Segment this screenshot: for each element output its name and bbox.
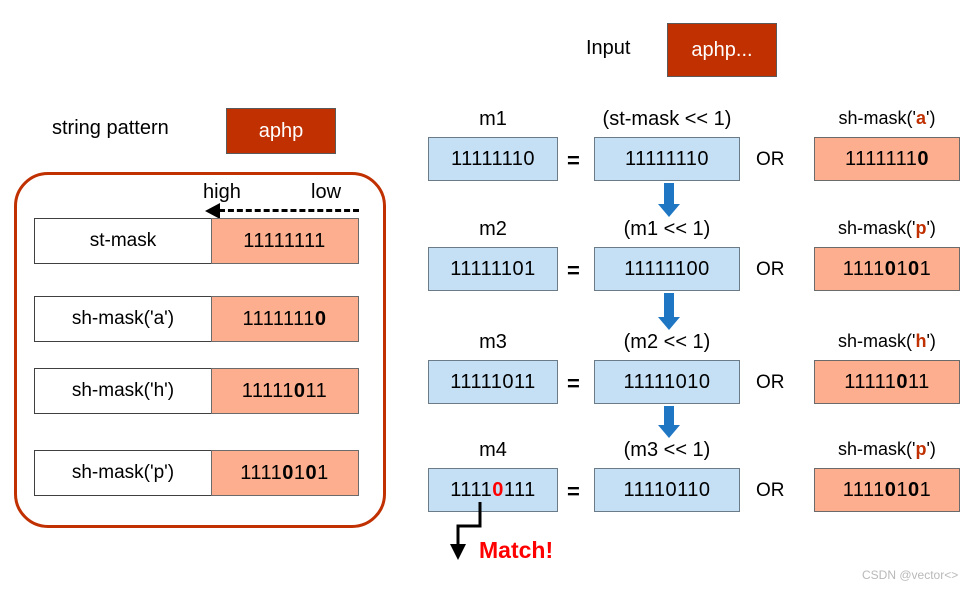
direction-dashed-line xyxy=(219,209,359,212)
flow-arrow-icon xyxy=(658,406,680,438)
step-result-box: 11111101 xyxy=(428,247,558,291)
mask-name-cell: sh-mask('p') xyxy=(34,450,212,496)
step-result-label: m3 xyxy=(479,331,507,353)
step-expression-label: (m2 << 1) xyxy=(623,331,711,353)
or-operator: OR xyxy=(756,372,785,393)
equals-sign: = xyxy=(567,148,580,173)
mask-name-cell: sh-mask('h') xyxy=(34,368,212,414)
step-expression-box: 11110110 xyxy=(594,468,740,512)
step-result-label: m2 xyxy=(479,218,507,240)
step-result-box: 11111110 xyxy=(428,137,558,181)
string-pattern-value: aphp xyxy=(258,119,304,142)
step-mask-label: sh-mask('p') xyxy=(838,218,936,238)
step-mask-label: sh-mask('h') xyxy=(838,331,936,351)
input-box: aphp... xyxy=(667,23,777,77)
equals-sign: = xyxy=(567,258,580,283)
string-pattern-label: string pattern xyxy=(52,117,169,139)
step-mask-char: a xyxy=(916,108,927,128)
input-value: aphp... xyxy=(691,38,753,61)
step-result-box: 11111011 xyxy=(428,360,558,404)
low-label: low xyxy=(311,181,342,203)
step-expression-label: (st-mask << 1) xyxy=(602,108,732,130)
mask-bits-cell: 11111111 xyxy=(210,218,359,264)
step-expression-label: (m3 << 1) xyxy=(623,439,711,461)
step-result-label: m4 xyxy=(479,439,507,461)
or-operator: OR xyxy=(756,149,785,170)
flow-arrow-icon xyxy=(658,293,680,330)
step-expression-box: 11111100 xyxy=(594,247,740,291)
step-expression-label: (m1 << 1) xyxy=(623,218,711,240)
or-operator: OR xyxy=(756,259,785,280)
match-label: Match! xyxy=(479,537,554,563)
mask-name-cell: st-mask xyxy=(34,218,212,264)
watermark: CSDN @vector<> xyxy=(862,568,959,582)
mask-name-cell: sh-mask('a') xyxy=(34,296,212,342)
flow-arrow-icon xyxy=(658,183,680,217)
string-pattern-box: aphp xyxy=(226,108,336,154)
step-mask-char: p xyxy=(915,218,927,238)
equals-sign: = xyxy=(567,479,580,504)
step-result-label: m1 xyxy=(479,108,507,130)
step-mask-label: sh-mask('a') xyxy=(838,108,936,128)
direction-arrow-icon xyxy=(205,203,220,219)
match-arrow-icon xyxy=(450,502,482,560)
step-expression-box: 11111010 xyxy=(594,360,740,404)
or-operator: OR xyxy=(756,480,785,501)
step-mask-char: h xyxy=(915,331,927,351)
high-label: high xyxy=(203,181,241,203)
step-mask-label: sh-mask('p') xyxy=(838,439,936,459)
input-label: Input xyxy=(586,37,631,59)
step-expression-box: 11111110 xyxy=(594,137,740,181)
step-mask-char: p xyxy=(915,439,927,459)
equals-sign: = xyxy=(567,371,580,396)
mask-table-group xyxy=(14,172,386,528)
